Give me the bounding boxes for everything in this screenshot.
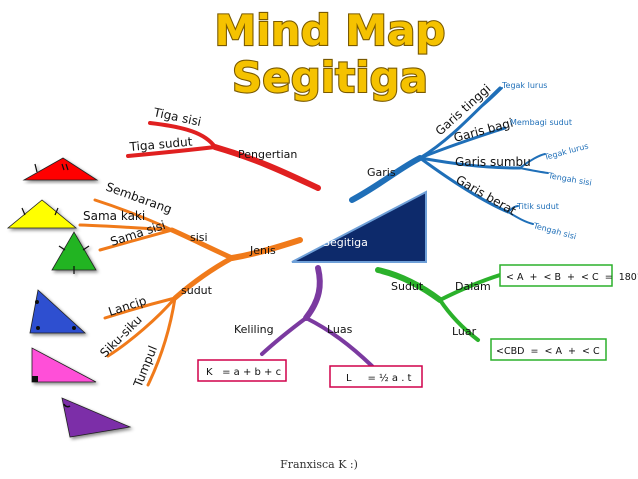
garis-sumbu-label: Garis sumbu	[455, 155, 531, 169]
sudut-to-lancip	[103, 296, 177, 320]
green-triangle-sama-sisi	[51, 231, 97, 274]
red-triangle-sembarang	[22, 157, 99, 181]
title: Mind Map Segitiga	[213, 5, 446, 103]
sisi-to-sama-sisi	[98, 228, 174, 252]
yellow-triangle-sama-kaki	[6, 199, 78, 229]
sudut-to-luar	[438, 298, 480, 342]
keliling-label: Keliling	[234, 323, 274, 336]
keliling-luas-main-line	[303, 265, 323, 321]
to-luas	[304, 316, 374, 368]
jenis-main-line	[229, 237, 303, 261]
keliling-formula: K = a + b + c	[206, 367, 281, 378]
dalam-formula-box: < A + < B + < C = 180°	[499, 264, 638, 287]
pink-triangle-siku-siku	[31, 347, 97, 383]
branch-garis	[349, 86, 549, 225]
center-triangle	[291, 190, 427, 263]
sudut-to-dalam	[438, 273, 502, 302]
branch-jenis	[78, 198, 303, 387]
luar-label: Luar	[452, 325, 477, 338]
sudut-to-siku-siku	[106, 296, 177, 358]
sisi-to-sama-kaki	[78, 223, 174, 232]
garis-berat-to-tengah	[507, 211, 534, 225]
keliling-formula-box: K = a + b + c	[197, 359, 287, 382]
luas-label: Luas	[327, 323, 353, 336]
siku-siku-label: Siku-siku	[97, 313, 145, 361]
title-line-2: Segitiga	[232, 53, 428, 102]
sudut-to-tumpul	[146, 296, 177, 387]
garis-label: Garis	[367, 166, 396, 179]
garis-to-berat	[418, 156, 510, 214]
center-label: Segitiga	[323, 236, 368, 249]
footer-credit: Franxisca K :)	[280, 458, 358, 471]
luas-formula: L = ½ a . t	[346, 372, 412, 384]
dalam-label: Dalam	[455, 280, 491, 293]
garis-tinggi-sub-1: Tegak lurus	[501, 81, 547, 90]
jenis-label: Jenis	[249, 244, 276, 257]
luas-formula-box: L = ½ a . t	[329, 365, 423, 388]
garis-to-bagi	[418, 126, 507, 160]
dalam-formula: < A + < B + < C = 180°	[506, 272, 638, 283]
sisi-label: sisi	[190, 231, 208, 244]
garis-tinggi-to-tegak	[479, 87, 503, 109]
jenis-to-sisi	[169, 227, 235, 261]
center-node: Segitiga	[291, 190, 427, 263]
garis-to-tinggi	[418, 86, 502, 160]
branch-keliling-luas	[260, 265, 374, 368]
garis-berat-label: Garis berat	[454, 172, 519, 218]
pengertian-to-tiga-sisi	[148, 121, 217, 149]
garis-to-sumbu	[418, 156, 522, 170]
branch-pengertian	[126, 121, 321, 191]
garis-bagi-sub-1: Membagi sudut	[510, 118, 572, 127]
pengertian-label: Pengertian	[238, 148, 297, 161]
pengertian-main-line	[212, 144, 321, 191]
blue-triangle-lancip	[29, 289, 87, 334]
pengertian-to-tiga-sudut	[126, 145, 217, 158]
luar-formula-box: <CBD = < A + < C	[490, 338, 607, 361]
garis-main-line	[349, 155, 423, 203]
title-line-1: Mind Map	[215, 6, 446, 55]
garis-sumbu-sub-2: Tengah sisi	[547, 171, 593, 188]
triangle-examples	[6, 157, 132, 438]
jenis-to-sudut	[172, 255, 235, 301]
garis-sumbu-sub-1: Tegak lurus	[542, 141, 589, 162]
lancip-label: Lancip	[107, 293, 149, 318]
garis-berat-sub-1: Titik sudut	[516, 202, 559, 211]
garis-berat-sub-2: Tengah sisi	[532, 221, 578, 241]
purple-triangle-tumpul	[61, 397, 132, 438]
sisi-to-sembarang	[93, 198, 174, 232]
to-keliling	[260, 316, 308, 356]
sudut-jenis-label: sudut	[181, 284, 213, 297]
garis-sumbu-to-tengah	[519, 167, 549, 174]
sama-kaki-label: Sama kaki	[83, 209, 145, 223]
tiga-sudut-label: Tiga sudut	[128, 135, 193, 155]
garis-berat-to-titik	[507, 205, 519, 213]
branch-sudut	[375, 267, 502, 342]
garis-sumbu-to-tegak	[519, 153, 546, 169]
sudut-main-line	[375, 267, 443, 303]
luar-formula: <CBD = < A + < C	[496, 346, 600, 357]
sudut-label: Sudut	[391, 280, 424, 293]
